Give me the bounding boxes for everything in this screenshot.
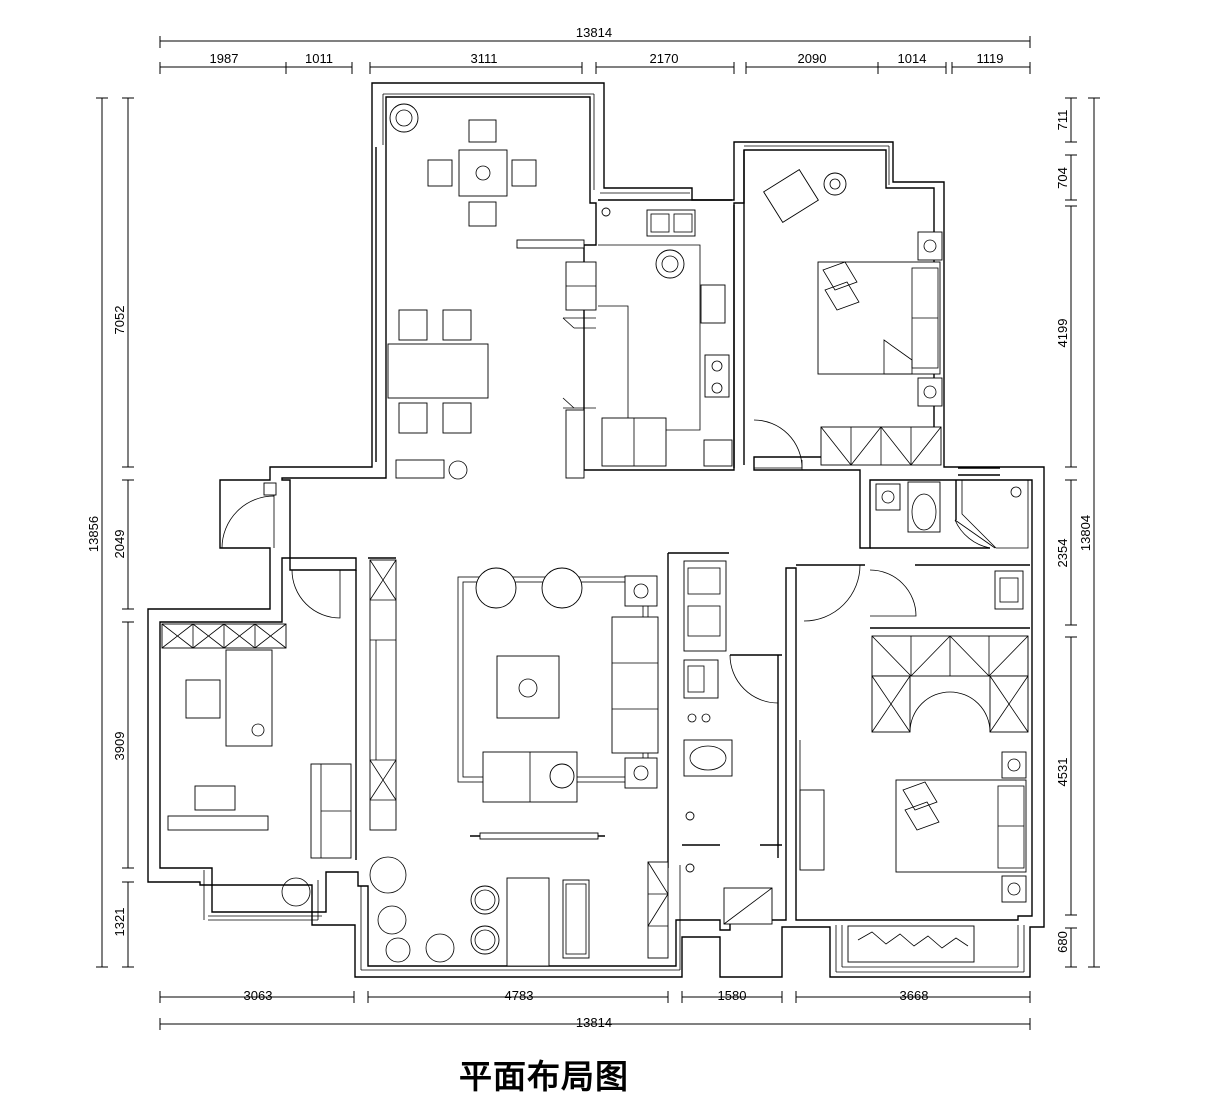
dim-top-3: 3111 <box>471 51 498 66</box>
study <box>161 623 352 907</box>
dim-right-total: 13804 <box>1078 515 1093 551</box>
dim-top-2: 1011 <box>305 51 333 66</box>
dim-top-5: 2090 <box>798 51 827 66</box>
dim-left-2: 2049 <box>112 530 127 559</box>
dim-bottom-3: 1580 <box>718 988 747 1003</box>
master-bedroom <box>763 168 943 466</box>
living-room <box>457 567 659 840</box>
dimension-lines <box>96 36 1100 1030</box>
doors <box>221 317 996 704</box>
dim-right-2: 704 <box>1055 167 1070 189</box>
dim-top-1: 1987 <box>210 51 239 66</box>
dim-left-3: 3909 <box>112 732 127 761</box>
second-bedroom <box>799 635 1029 963</box>
walls <box>147 82 1045 978</box>
dim-top-total: 13814 <box>576 25 612 40</box>
dim-left-1: 7052 <box>112 306 127 335</box>
master-bathroom <box>875 479 1029 610</box>
bathroom <box>683 560 773 925</box>
dim-top-4: 2170 <box>650 51 679 66</box>
dim-left-4: 1321 <box>112 908 127 937</box>
dim-top-6: 1014 <box>898 51 927 66</box>
dim-bottom-4: 3668 <box>900 988 929 1003</box>
dim-bottom-total: 13814 <box>576 1015 612 1030</box>
dim-right-1: 711 <box>1055 110 1070 131</box>
kitchen <box>565 207 733 479</box>
dim-right-4: 2354 <box>1055 539 1070 568</box>
balcony-tea-set <box>389 103 537 227</box>
dim-right-3: 4199 <box>1055 319 1070 348</box>
bottom-balcony <box>369 856 590 967</box>
dim-top-7: 1119 <box>977 51 1004 66</box>
dining-table <box>387 309 489 480</box>
plan-title: 平面布局图 <box>459 1057 629 1096</box>
dim-left-total: 13856 <box>86 516 101 552</box>
dim-bottom-1: 3063 <box>244 988 273 1003</box>
dim-right-5: 4531 <box>1055 758 1070 787</box>
dimension-labels: 13814 1987 1011 3111 2170 2090 1014 1119… <box>86 25 1093 1030</box>
tv-cabinet <box>369 559 669 959</box>
dim-right-6: 680 <box>1055 931 1070 953</box>
dim-bottom-2: 4783 <box>505 988 534 1003</box>
